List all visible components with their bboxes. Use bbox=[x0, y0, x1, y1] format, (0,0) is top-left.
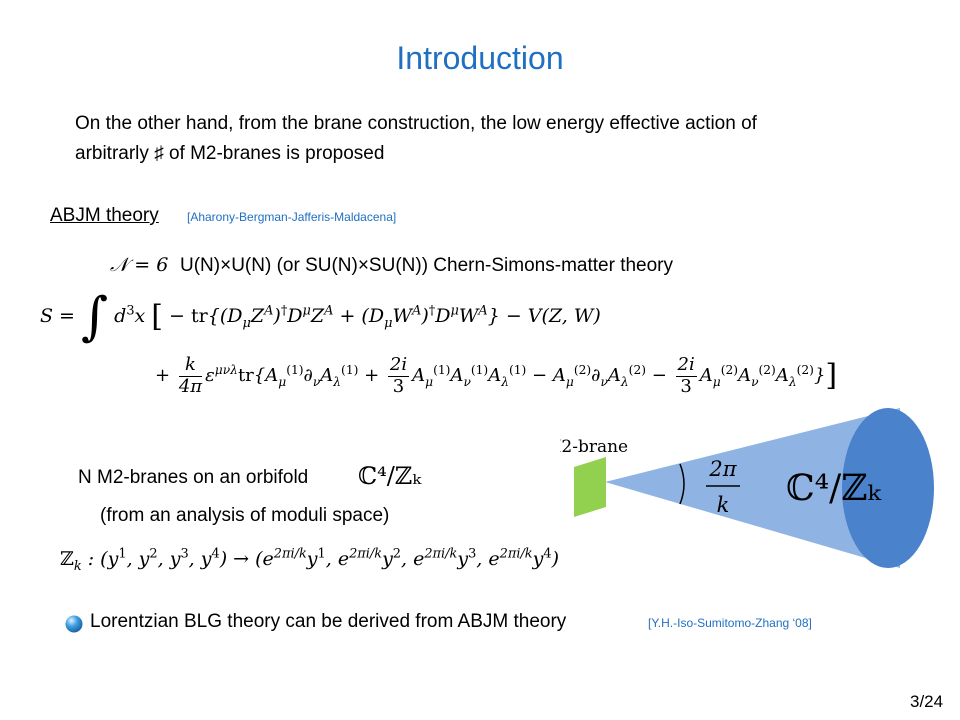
m2-brane-sheet bbox=[574, 457, 606, 517]
zk-action-equation: ℤk : (y1, y2, y3, y4) → (e2πi/ky1, e2πi/… bbox=[60, 546, 559, 574]
moduli-text: (from an analysis of moduli space) bbox=[100, 505, 390, 526]
slide-title: Introduction bbox=[396, 40, 564, 76]
orbifold-cone-diagram: M2-brane 2π k ℂ⁴/ℤₖ bbox=[560, 408, 934, 568]
orbifold-math: ℂ⁴/ℤₖ bbox=[358, 462, 422, 490]
cone-base bbox=[842, 408, 934, 568]
m2-brane-label: M2-brane bbox=[560, 437, 628, 457]
bullet-reference: [Y.H.-Iso-Sumitomo-Zhang ‘08] bbox=[648, 616, 812, 630]
bullet-sphere-icon bbox=[65, 615, 83, 633]
angle-numerator: 2π bbox=[708, 457, 737, 481]
abjm-reference: [Aharony-Bergman-Jafferis-Maldacena] bbox=[187, 210, 397, 224]
cone-label: ℂ⁴/ℤₖ bbox=[786, 468, 881, 509]
gauge-group-text: U(N)×U(N) (or SU(N)×SU(N)) Chern-Simons-… bbox=[180, 255, 673, 276]
intro-line-1: On the other hand, from the brane constr… bbox=[75, 113, 757, 134]
cone-body bbox=[605, 408, 900, 568]
intro-line-2: arbitrarly ♯ of M2-branes is proposed bbox=[75, 143, 385, 164]
angle-arc bbox=[679, 463, 685, 505]
abjm-theory-label: ABJM theory bbox=[50, 205, 159, 226]
susy-label: 𝒩 = 6 bbox=[110, 254, 169, 276]
page-number: 3/24 bbox=[910, 692, 944, 711]
bullet-text: Lorentzian BLG theory can be derived fro… bbox=[90, 611, 567, 632]
orbifold-text: N M2-branes on an orbifold bbox=[78, 467, 309, 488]
action-equation-line-1: S = ∫ d3x [ − tr{(DμZA)†DμZA + (DμWA)†Dμ… bbox=[40, 287, 601, 347]
angle-denominator: k bbox=[717, 493, 730, 517]
